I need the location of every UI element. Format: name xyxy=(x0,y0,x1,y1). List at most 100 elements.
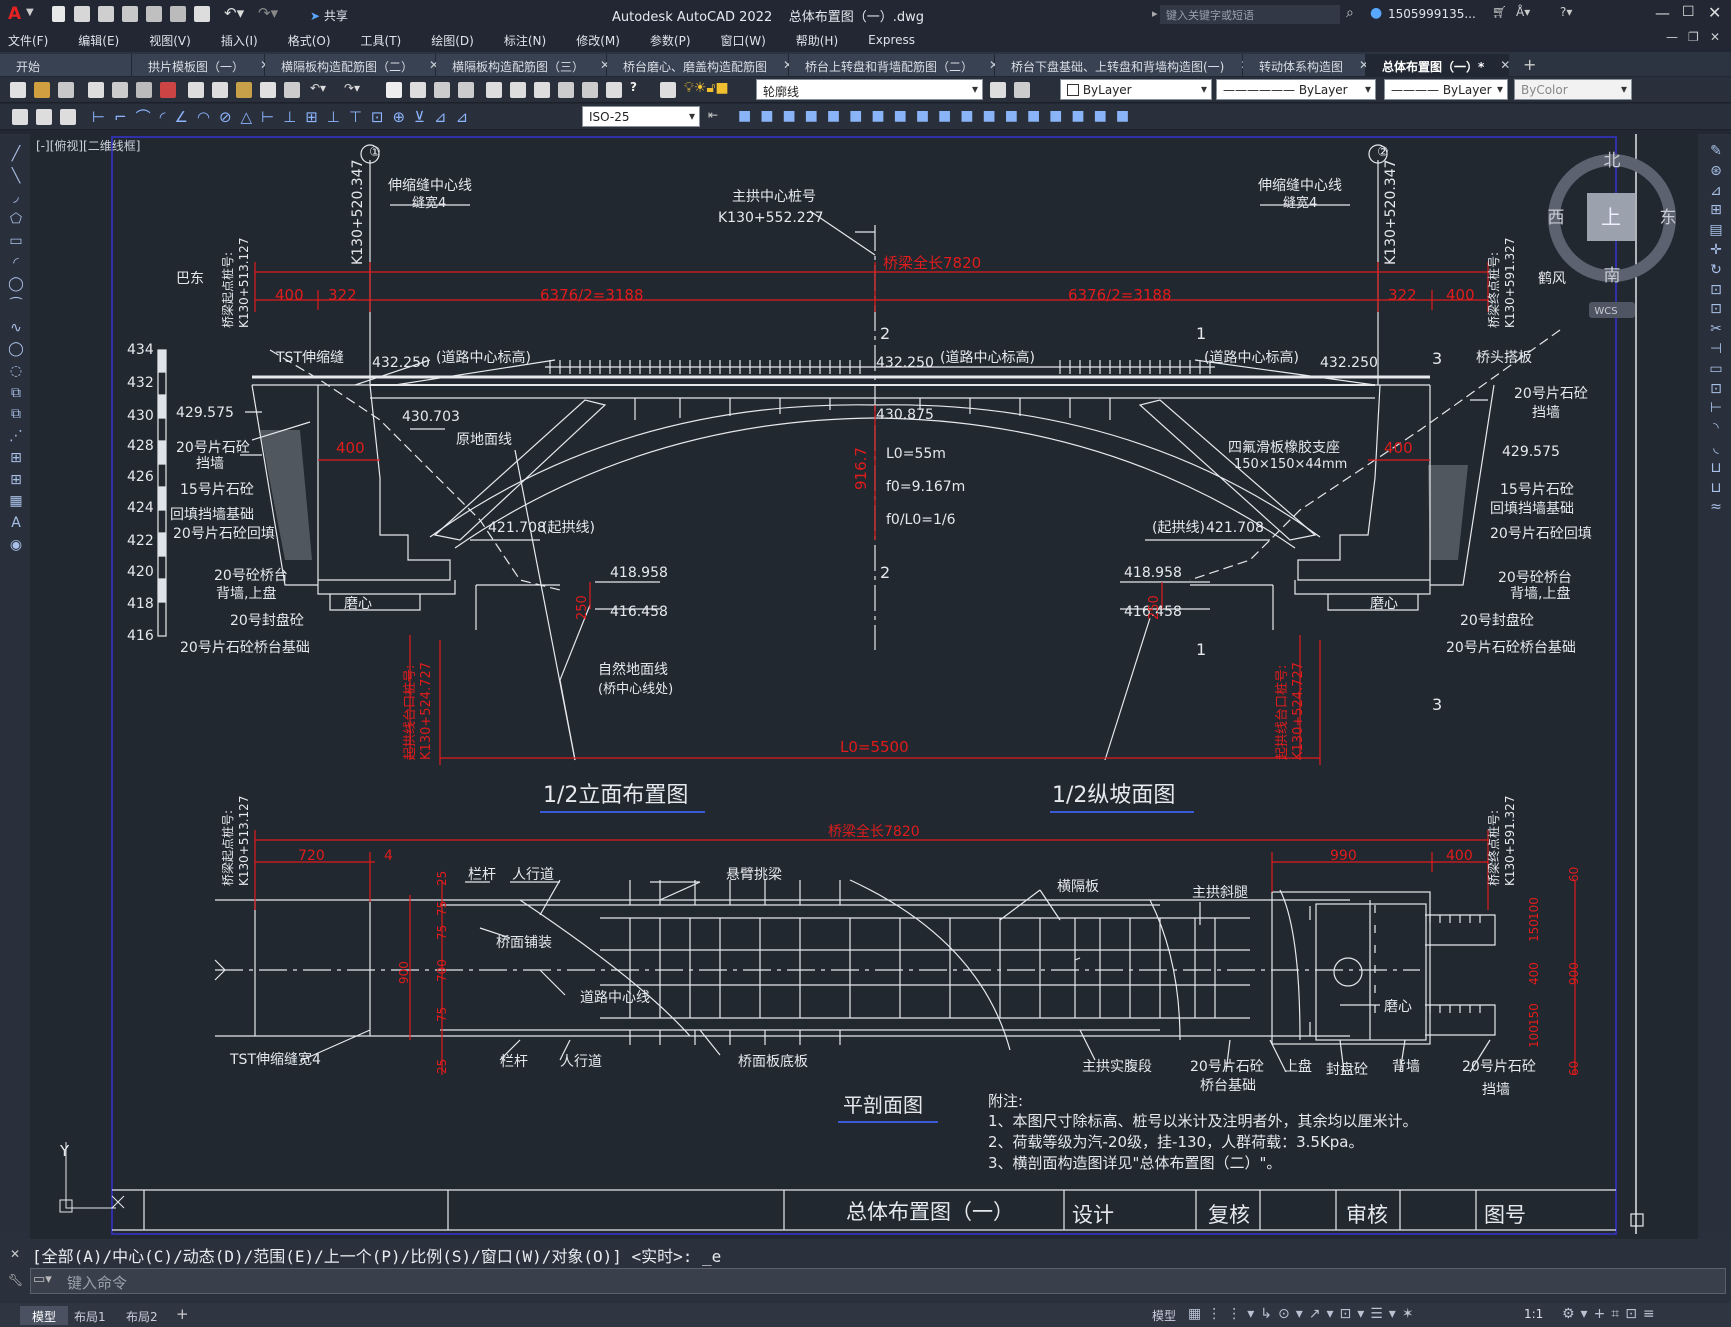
menu-insert[interactable]: 插入(I) xyxy=(220,33,258,48)
copy-icon[interactable] xyxy=(212,82,228,98)
qnew-icon[interactable] xyxy=(10,82,26,98)
toolpalettes-icon[interactable] xyxy=(534,82,550,98)
quickcalc-icon[interactable] xyxy=(606,82,622,98)
viewcube[interactable]: 上 北 南 西 东 WCS xyxy=(1548,151,1677,318)
tab-diaphragm-2[interactable]: 横隔板构造配筋图（二）✕ xyxy=(265,54,440,76)
new-tab-button[interactable]: + xyxy=(1523,55,1537,74)
properties-icon[interactable] xyxy=(486,82,502,98)
status-tool-icons[interactable]: ▦⋮⋮▾↳⊙▾↗▾⊡▾☰▾✶ xyxy=(1188,1306,1420,1322)
modify-tools-icons[interactable]: ✎⊛⊿⊞▤✛↻⊡⊡✂⊣▭⊡⊢◝◟⊔⊔≈ xyxy=(1709,143,1723,516)
save-web-icon[interactable] xyxy=(170,6,186,22)
save-icon[interactable] xyxy=(98,6,114,22)
menu-window[interactable]: 窗口(W) xyxy=(720,33,766,48)
customize-icon[interactable]: 🔧︎ xyxy=(8,1273,24,1287)
draw-tools-icons[interactable]: ╱╲◞⬠▭◜◯⁀∿◯◌⧉⧉⋰⊞⊞▦A◉ xyxy=(8,146,24,553)
menu-edit[interactable]: 编辑(E) xyxy=(78,33,120,48)
dim-linear-icon[interactable]: ⊢⌐⌒◜∠◠⊘△⊢⊥⊞⊥⊤⊡⊕⊻⊿⊿ xyxy=(92,108,478,126)
dimstyle-dropdown[interactable]: ISO-25▾ xyxy=(582,106,700,127)
redo-icon[interactable]: ↷▾ xyxy=(258,4,279,22)
layer-state-icons[interactable]: 💡︎☀︎🔓︎■ xyxy=(684,80,729,96)
viewcube-north[interactable]: 北 xyxy=(1604,151,1621,171)
plotstyle-dropdown[interactable]: ByColor▾ xyxy=(1514,79,1632,100)
menu-help[interactable]: 帮助(H) xyxy=(795,33,839,48)
viewcube-west[interactable]: 西 xyxy=(1548,208,1565,228)
layer-properties-icon[interactable] xyxy=(660,82,676,98)
add-layout-button[interactable]: + xyxy=(176,1305,189,1323)
status-model-label[interactable]: 模型 xyxy=(1152,1309,1177,1323)
plot-icon[interactable] xyxy=(194,6,210,22)
tab-diaphragm-3[interactable]: 横隔板构造配筋图（三）✕ xyxy=(436,54,611,76)
tab-abutment-mill[interactable]: 桥台磨心、磨盖构造配筋图✕ xyxy=(607,54,793,76)
designcenter-icon[interactable] xyxy=(510,82,526,98)
dimstyle-manager-icon[interactable]: ⇤ xyxy=(708,108,719,122)
menu-format[interactable]: 格式(O) xyxy=(287,33,331,48)
menu-draw[interactable]: 绘图(D) xyxy=(431,33,474,48)
menu-file[interactable]: 文件(F) xyxy=(8,33,49,48)
app-menu-arrow[interactable]: ▼ xyxy=(26,7,34,18)
matchprop-icon[interactable] xyxy=(260,82,276,98)
tab-rotation-system[interactable]: 转动体系构造图✕ xyxy=(1243,54,1370,76)
menu-dimension[interactable]: 标注(N) xyxy=(503,33,547,48)
close-button[interactable]: ✕ xyxy=(1708,3,1722,22)
save-as-icon[interactable] xyxy=(122,6,138,22)
command-input[interactable]: ▭▾ 键入命令 xyxy=(30,1268,1726,1294)
help-icon[interactable]: ?▾ xyxy=(1560,5,1573,19)
status-right-icons[interactable]: ⚙▾+⌗⊡≡ xyxy=(1562,1306,1661,1322)
menu-express[interactable]: Express xyxy=(868,33,915,47)
pan-icon[interactable] xyxy=(386,82,402,98)
tab-layout2[interactable]: 布局2 xyxy=(126,1310,158,1324)
ucs-dropdown[interactable]: WCS xyxy=(1594,306,1617,317)
tab-start[interactable]: 开始 xyxy=(0,54,132,76)
tab-close-icon[interactable]: ✕ xyxy=(600,58,611,72)
search-icon[interactable]: ⌕ xyxy=(1346,5,1354,21)
tab-layout1[interactable]: 布局1 xyxy=(74,1310,106,1324)
viewcube-south[interactable]: 南 xyxy=(1604,266,1621,286)
tab-close-icon[interactable]: ✕ xyxy=(429,58,440,72)
autocad-logo[interactable]: A xyxy=(8,4,22,24)
tab-close-icon[interactable]: ✕ xyxy=(1359,58,1370,72)
menu-modify[interactable]: 修改(M) xyxy=(576,33,620,48)
open-icon[interactable] xyxy=(34,82,50,98)
zoom-window-icon[interactable] xyxy=(434,82,450,98)
sheetset-icon[interactable] xyxy=(558,82,574,98)
viewcube-top[interactable]: 上 xyxy=(1601,205,1621,229)
doc-restore-button[interactable]: ❐ xyxy=(1688,30,1699,44)
undo-tb-icon[interactable]: ↶▾ xyxy=(310,81,327,95)
viewport-label[interactable]: [-][俯视][二维线框] xyxy=(36,138,140,153)
tab-close-icon[interactable]: ✕ xyxy=(1500,58,1511,72)
toolbar-tool-icon[interactable] xyxy=(60,109,76,125)
3dprint-icon[interactable] xyxy=(160,82,176,98)
doc-minimize-button[interactable]: — xyxy=(1666,30,1678,44)
lineweight-dropdown[interactable]: ———— ByLayer▾ xyxy=(1384,79,1508,100)
tab-arch-template[interactable]: 拱片模板图（一）✕ xyxy=(132,54,270,76)
search-box[interactable]: ▸ 键入关键字或短语 xyxy=(1152,5,1340,24)
undo-icon[interactable]: ↶▾ xyxy=(224,4,245,22)
modify-tools-icons[interactable]: ■■■■■■■■■■■■■■■■■■ xyxy=(738,108,1139,124)
save-tb-icon[interactable] xyxy=(58,82,74,98)
maximize-button[interactable]: ☐ xyxy=(1682,4,1695,20)
tab-close-icon[interactable]: ✕ xyxy=(989,58,999,76)
blockeditor-icon[interactable] xyxy=(284,82,300,98)
tab-close-icon[interactable]: ✕ xyxy=(783,58,793,76)
redo-tb-icon[interactable]: ↷▾ xyxy=(344,81,361,95)
menu-parametric[interactable]: 参数(P) xyxy=(649,33,691,48)
cart-icon[interactable]: 🛒︎ xyxy=(1492,5,1508,19)
zoom-realtime-icon[interactable] xyxy=(410,82,426,98)
layer-previous-icon[interactable] xyxy=(1014,82,1030,98)
paste-icon[interactable] xyxy=(236,82,252,98)
minimize-button[interactable]: — xyxy=(1655,4,1670,22)
drawing-canvas[interactable]: [-][俯视][二维线框] 上 北 南 西 东 WCS xyxy=(30,134,1698,1239)
color-dropdown[interactable]: ByLayer▾ xyxy=(1060,79,1212,100)
tab-abutment-upper[interactable]: 桥台上转盘和背墙配筋图（二）✕ xyxy=(789,54,999,76)
tab-model[interactable]: 模型 xyxy=(20,1306,69,1325)
menu-view[interactable]: 视图(V) xyxy=(149,33,191,48)
autodesk-account-icon[interactable]: Å▾ xyxy=(1516,5,1531,19)
make-current-icon[interactable] xyxy=(990,82,1006,98)
toolbar-tool-icon[interactable] xyxy=(36,109,52,125)
new-file-icon[interactable] xyxy=(52,6,65,22)
layer-dropdown[interactable]: 轮廓线▾ xyxy=(756,79,983,100)
plot-tb-icon[interactable] xyxy=(88,82,104,98)
tab-abutment-lower[interactable]: 桥台下盘基础、上转盘和背墙构造图(一)✕ xyxy=(995,54,1250,76)
publish-icon[interactable] xyxy=(136,82,152,98)
viewcube-east[interactable]: 东 xyxy=(1660,208,1677,228)
